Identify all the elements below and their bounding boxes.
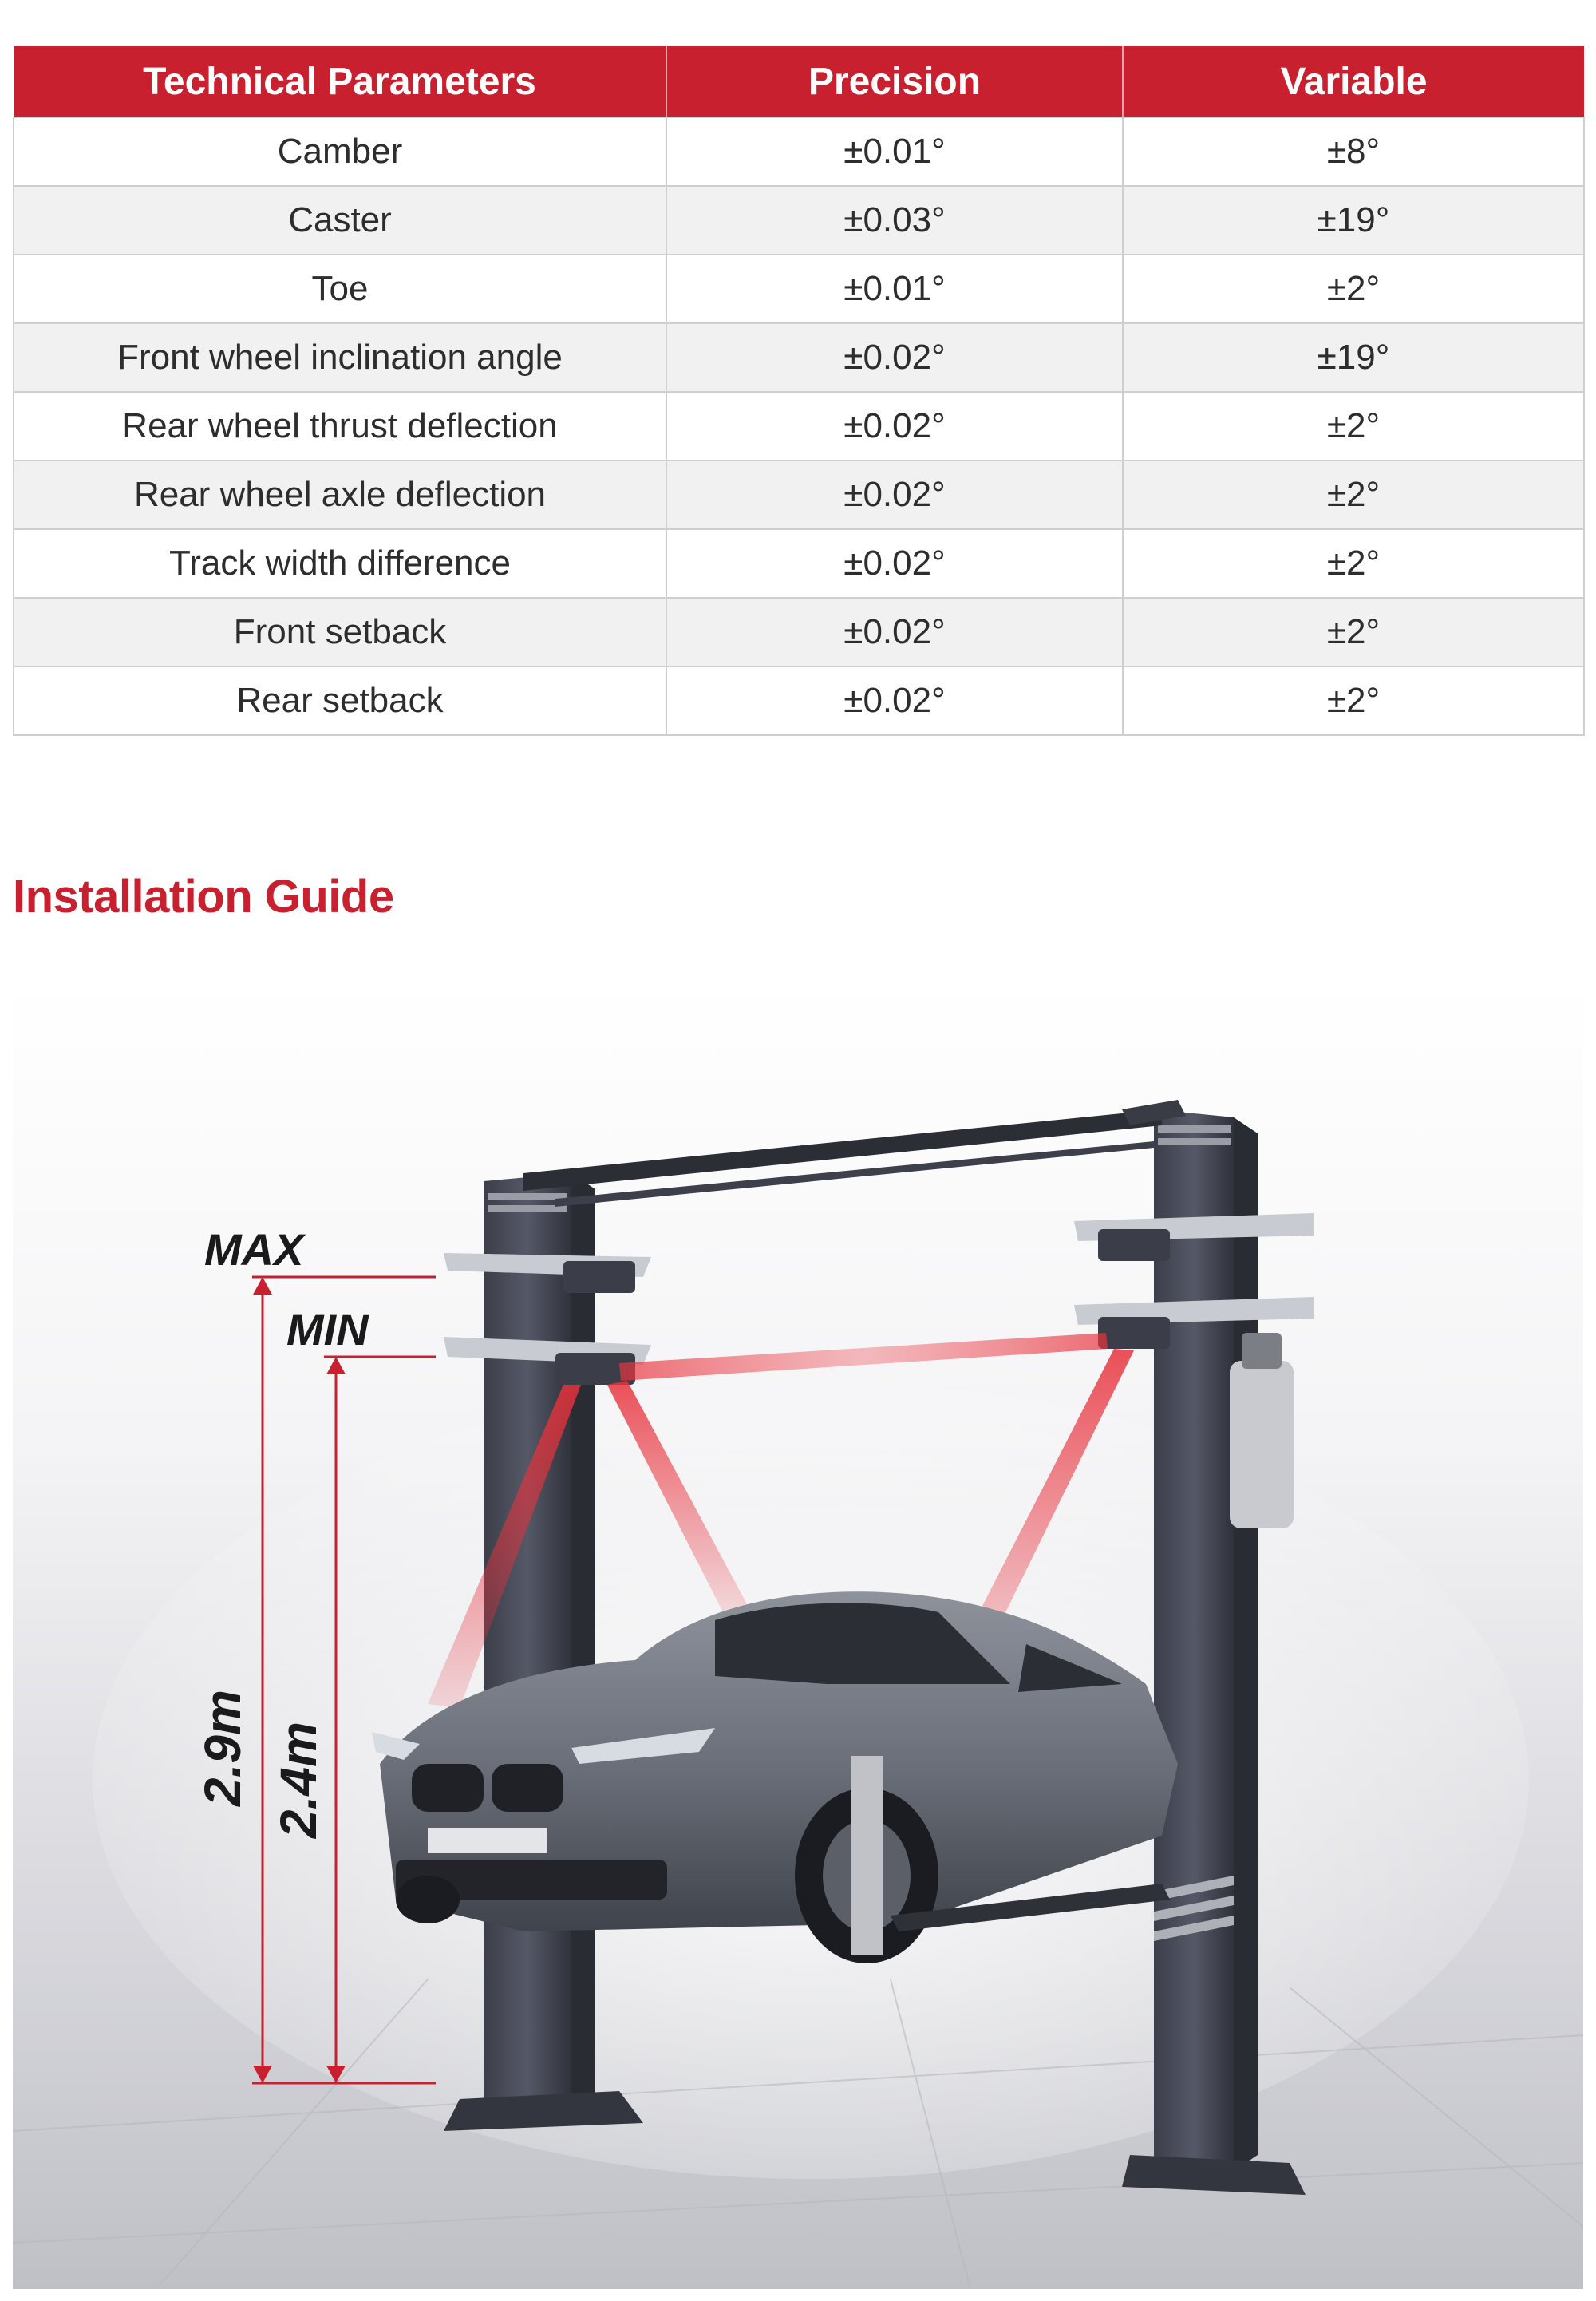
parameter-name: Camber <box>13 117 667 187</box>
precision-value: ±0.02° <box>666 528 1124 599</box>
parameter-name: Toe <box>13 254 667 324</box>
table-row: Caster ±0.03° ±19° <box>13 185 1585 255</box>
table-header-row: Technical Parameters Precision Variable <box>14 46 1584 117</box>
precision-value: ±0.02° <box>666 391 1124 461</box>
hydraulic-pump <box>1230 1361 1294 1528</box>
parameter-name: Caster <box>13 185 667 255</box>
max-label: MAX <box>204 1224 306 1275</box>
technical-parameters-table: Technical Parameters Precision Variable … <box>13 46 1585 736</box>
installation-illustration: MAX MIN 2.9m 2.4m <box>13 982 1583 2289</box>
variable-value: ±2° <box>1122 528 1585 599</box>
variable-value: ±2° <box>1122 666 1585 736</box>
variable-value: ±19° <box>1122 185 1585 255</box>
precision-value: ±0.01° <box>666 117 1124 187</box>
car-windshield <box>715 1603 1010 1684</box>
right-camera-max <box>1074 1213 1314 1261</box>
right-camera <box>1098 1317 1170 1349</box>
parameter-name: Track width difference <box>13 528 667 599</box>
left-camera <box>555 1353 635 1385</box>
parameter-name: Rear wheel thrust deflection <box>13 391 667 461</box>
dimension-markers <box>252 1275 436 2085</box>
license-plate <box>428 1828 547 1853</box>
car-grille-right <box>492 1764 563 1812</box>
parameter-name: Front wheel inclination angle <box>13 322 667 393</box>
max-height-label: 2.9m <box>194 1690 251 1807</box>
table-row: Track width difference ±0.02° ±2° <box>13 528 1585 599</box>
lift-diagram: MAX MIN 2.9m 2.4m <box>13 982 1583 2289</box>
variable-value: ±8° <box>1122 117 1585 187</box>
variable-value: ±2° <box>1122 460 1585 530</box>
floor-tiles <box>13 1979 1583 2289</box>
lift-arm <box>891 1884 1170 1931</box>
right-lift-post <box>1122 1109 1306 2195</box>
wheel-clamp-target <box>851 1756 883 1955</box>
parameter-name: Rear setback <box>13 666 667 736</box>
table-row: Rear wheel axle deflection ±0.02° ±2° <box>13 460 1585 530</box>
header-technical-parameters: Technical Parameters <box>14 46 667 117</box>
table-row: Toe ±0.01° ±2° <box>13 254 1585 324</box>
laser-beams <box>428 1333 1134 1708</box>
overhead-beam <box>523 1100 1186 1207</box>
variable-value: ±2° <box>1122 254 1585 324</box>
table-row: Front setback ±0.02° ±2° <box>13 597 1585 667</box>
table-row: Camber ±0.01° ±8° <box>13 117 1585 187</box>
min-height-label: 2.4m <box>270 1722 327 1839</box>
parameter-name: Rear wheel axle deflection <box>13 460 667 530</box>
variable-value: ±2° <box>1122 597 1585 667</box>
table-row: Rear setback ±0.02° ±2° <box>13 666 1585 736</box>
installation-guide-title: Installation Guide <box>13 871 394 923</box>
left-camera-max <box>444 1253 651 1293</box>
table-row: Front wheel inclination angle ±0.02° ±19… <box>13 322 1585 393</box>
right-camera-min <box>1074 1297 1314 1349</box>
left-camera-min <box>444 1337 651 1385</box>
car-side-window <box>1018 1644 1122 1692</box>
parameter-name: Front setback <box>13 597 667 667</box>
table-row: Rear wheel thrust deflection ±0.02° ±2° <box>13 391 1585 461</box>
precision-value: ±0.02° <box>666 460 1124 530</box>
header-variable: Variable <box>1123 46 1584 117</box>
precision-value: ±0.02° <box>666 597 1124 667</box>
precision-value: ±0.03° <box>666 185 1124 255</box>
min-label: MIN <box>286 1304 369 1354</box>
variable-value: ±2° <box>1122 391 1585 461</box>
precision-value: ±0.02° <box>666 322 1124 393</box>
variable-value: ±19° <box>1122 322 1585 393</box>
car-grille-left <box>412 1764 484 1812</box>
precision-value: ±0.02° <box>666 666 1124 736</box>
header-precision: Precision <box>666 46 1124 117</box>
precision-value: ±0.01° <box>666 254 1124 324</box>
